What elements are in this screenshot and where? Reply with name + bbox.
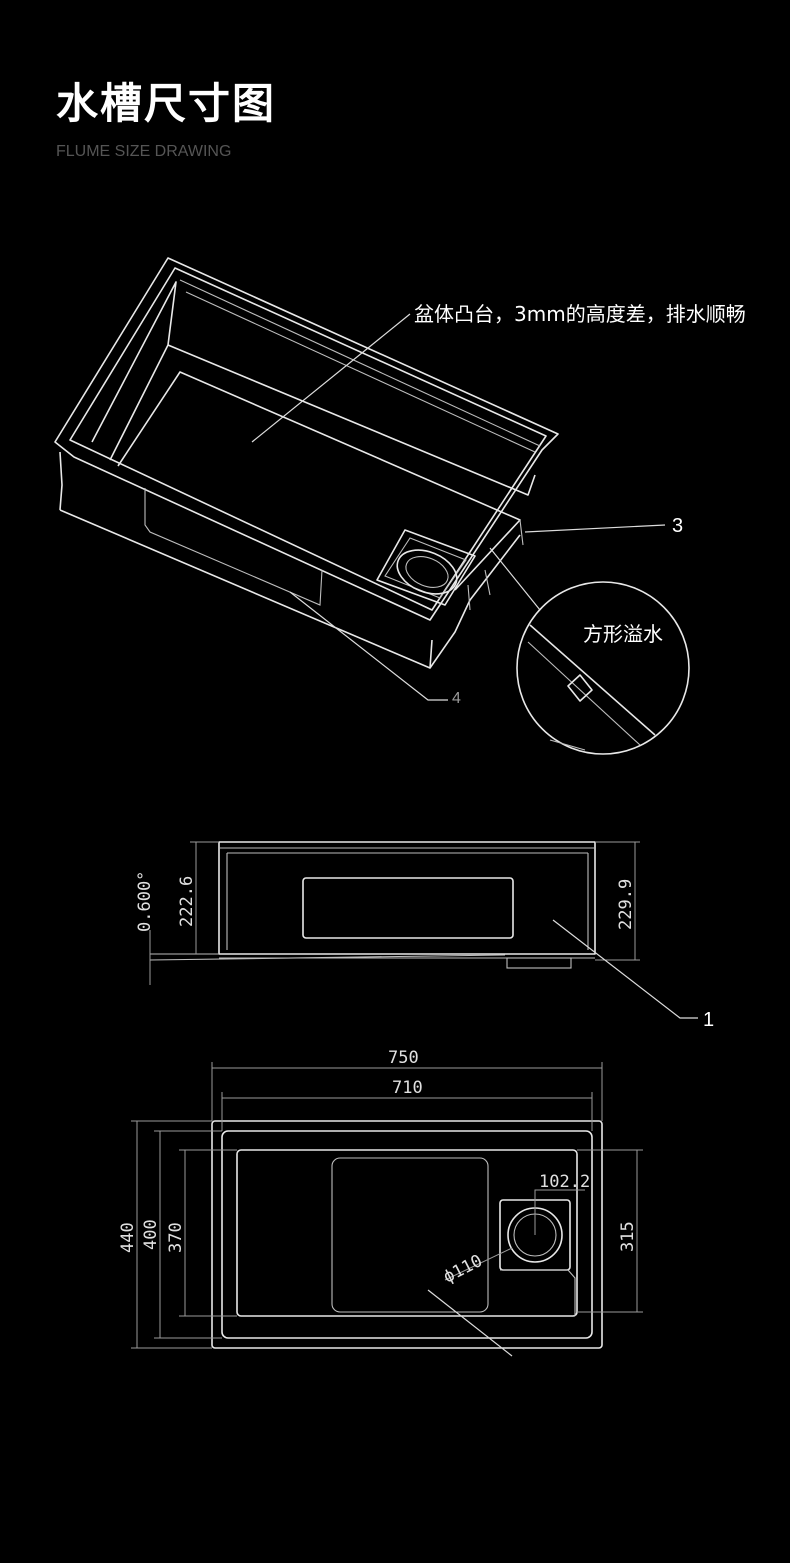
page-title: 水槽尺寸图 bbox=[56, 79, 277, 128]
iso-drain-box-inner bbox=[384, 537, 467, 599]
dim-440: 440 bbox=[118, 1222, 138, 1253]
leader-1 bbox=[552, 919, 698, 1019]
detail-leader bbox=[489, 547, 541, 611]
iso-drain-ring-inner bbox=[405, 556, 449, 588]
leader-4 bbox=[289, 591, 448, 701]
side-window bbox=[302, 877, 514, 939]
dim-750: 750 bbox=[388, 1048, 419, 1068]
side-view: 222.6 229.9 0.600° bbox=[135, 841, 640, 985]
overflow-detail: 方形溢水 bbox=[489, 547, 690, 755]
side-walls bbox=[226, 853, 589, 950]
label-1: 1 bbox=[703, 1009, 714, 1031]
detail-rim-line-3 bbox=[549, 739, 586, 751]
detail-overflow-slot bbox=[567, 674, 593, 702]
dim-370: 370 bbox=[166, 1222, 186, 1253]
plan-drain-radius bbox=[534, 1189, 585, 1235]
plan-outer bbox=[211, 1120, 603, 1349]
dim-102-2: 102.2 bbox=[539, 1172, 590, 1192]
dim-line-phi bbox=[444, 1247, 513, 1281]
dim-222-6: 222.6 bbox=[177, 876, 197, 927]
iso-basin-back bbox=[167, 344, 536, 496]
dim-line-710 bbox=[221, 1092, 593, 1131]
plan-basin-floor bbox=[331, 1157, 489, 1313]
dim-710: 710 bbox=[392, 1078, 423, 1098]
dim-400: 400 bbox=[141, 1219, 161, 1250]
plan-view: 750 710 440 400 370 315 102.2 ϕ110 bbox=[118, 1048, 643, 1357]
dim-line-440 bbox=[131, 1120, 212, 1349]
iso-body-side bbox=[467, 519, 524, 611]
dim-line-right bbox=[595, 841, 640, 961]
dim-229-9: 229.9 bbox=[616, 879, 636, 930]
iso-basin-floor bbox=[117, 371, 521, 591]
iso-body-lower bbox=[144, 488, 323, 606]
dim-line-750 bbox=[211, 1062, 603, 1121]
dim-315: 315 bbox=[618, 1221, 638, 1252]
dim-line-400 bbox=[154, 1130, 222, 1339]
detail-rim-line-2 bbox=[527, 641, 641, 746]
detail-circle bbox=[516, 581, 690, 755]
callout-main-text: 盆体凸台，3mm的高度差，排水顺畅 bbox=[414, 302, 746, 326]
page-subtitle: FLUME SIZE DRAWING bbox=[56, 143, 232, 160]
detail-rim-line-1 bbox=[529, 624, 656, 736]
plan-drain-step bbox=[500, 1269, 576, 1316]
side-outer bbox=[218, 841, 596, 955]
side-top-lines bbox=[219, 847, 595, 854]
iso-rim-step bbox=[179, 279, 541, 453]
leader-main-callout bbox=[251, 313, 411, 443]
iso-drain-box bbox=[376, 529, 476, 606]
dim-line-left bbox=[190, 841, 219, 954]
iso-basin-top bbox=[91, 281, 177, 461]
dim-line-315 bbox=[577, 1149, 643, 1313]
label-4: 4 bbox=[452, 690, 461, 707]
plan-leader bbox=[427, 1289, 513, 1357]
dim-phi110: ϕ110 bbox=[440, 1251, 486, 1287]
iso-rim-inner bbox=[69, 267, 547, 611]
callout-overflow-text: 方形溢水 bbox=[583, 622, 663, 646]
side-slope bbox=[149, 954, 506, 961]
leader-3 bbox=[524, 524, 666, 533]
iso-rim-outer bbox=[54, 257, 559, 621]
iso-drain-ring bbox=[396, 549, 458, 595]
dim-angle: 0.600° bbox=[135, 871, 155, 932]
side-drain bbox=[506, 957, 572, 969]
iso-body-front bbox=[59, 451, 521, 669]
label-3: 3 bbox=[672, 515, 683, 537]
plan-rim bbox=[221, 1130, 593, 1339]
dim-line-370 bbox=[179, 1149, 237, 1317]
plan-basin bbox=[236, 1149, 578, 1317]
iso-sink-view bbox=[54, 257, 559, 669]
